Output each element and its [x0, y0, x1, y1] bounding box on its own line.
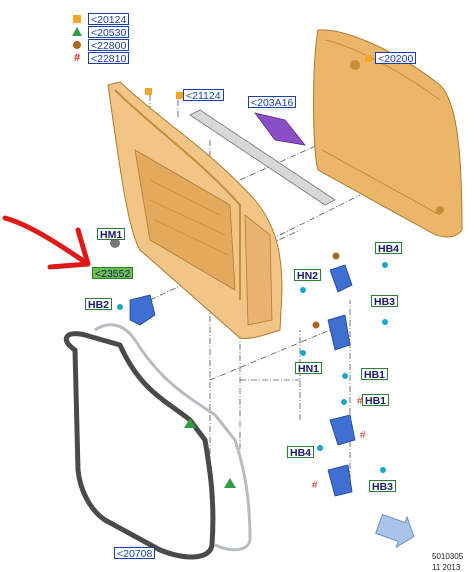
svg-text:#: #	[312, 480, 318, 491]
callout-21124: <21124	[183, 89, 224, 102]
legend-label: <22810	[88, 52, 130, 65]
direction-arrow-icon	[375, 513, 415, 549]
window-channel-strip	[189, 109, 336, 206]
red-annotation-arrow	[2, 215, 91, 270]
door-outer-panel	[313, 29, 463, 238]
circle-icon	[70, 39, 84, 51]
callout-20708: <20708	[114, 547, 156, 560]
callout-hn2: HN2	[294, 269, 322, 282]
legend-label: <20530	[88, 26, 130, 39]
legend-label: <22800	[88, 39, 130, 52]
svg-text:#: #	[357, 396, 363, 407]
purple-pad	[254, 112, 306, 146]
diagram-date: 11 2013	[432, 563, 461, 572]
hinge-parts	[110, 238, 388, 497]
square-icon	[70, 13, 84, 25]
callout-hb4-bottom: HB4	[287, 446, 315, 459]
callout-20200: <20200	[375, 52, 417, 65]
door-inner-frame	[107, 81, 283, 339]
part-markers: # # #	[145, 55, 372, 491]
legend-label: <20124	[88, 13, 130, 26]
diagram-code: 5010305	[432, 552, 464, 561]
svg-text:#: #	[360, 430, 366, 441]
triangle-icon	[70, 26, 84, 38]
callout-hb1-b: HB1	[362, 394, 390, 407]
callout-hb1-a: HB1	[361, 368, 389, 381]
callout-hm1: HM1	[97, 228, 126, 241]
callout-hb3-bottom: HB3	[369, 480, 397, 493]
callout-23552: <23552	[92, 267, 134, 280]
callout-203A16: <203A16	[248, 96, 297, 109]
door-seal	[63, 323, 252, 560]
callout-hb4-top: HB4	[375, 242, 403, 255]
hash-icon: #	[73, 52, 81, 64]
callout-hb2: HB2	[85, 298, 113, 311]
callout-hn1: HN1	[295, 362, 323, 375]
callout-hb3-top: HB3	[371, 295, 399, 308]
